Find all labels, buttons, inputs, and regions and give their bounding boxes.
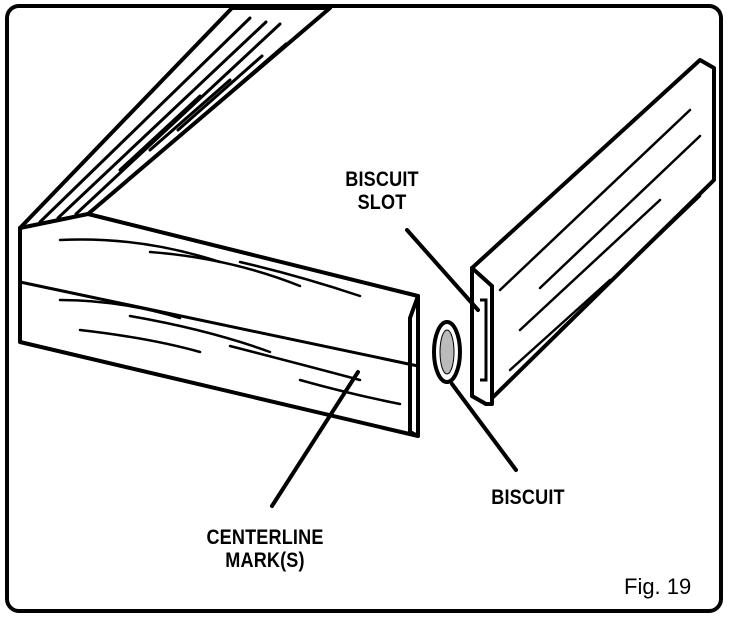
- figure-label: Fig. 19: [624, 574, 692, 599]
- leader-centerline: [270, 370, 360, 508]
- leader-biscuit: [450, 382, 518, 472]
- callout-biscuit: BISCUIT: [491, 486, 565, 509]
- callout-centerline-line1: CENTERLINE: [206, 526, 324, 549]
- right-rail-top-face: [470, 58, 716, 406]
- callout-biscuit-slot-line1: BISCUIT: [345, 168, 419, 191]
- right-board-end-face: [470, 266, 494, 406]
- callout-centerline: CENTERLINE MARK(S): [188, 526, 343, 572]
- callout-biscuit-slot-line2: SLOT: [357, 191, 407, 214]
- callout-centerline-line2: MARK(S): [225, 549, 305, 572]
- callout-biscuit-slot: BISCUIT SLOT: [330, 168, 433, 214]
- leader-biscuit-slot: [405, 228, 480, 312]
